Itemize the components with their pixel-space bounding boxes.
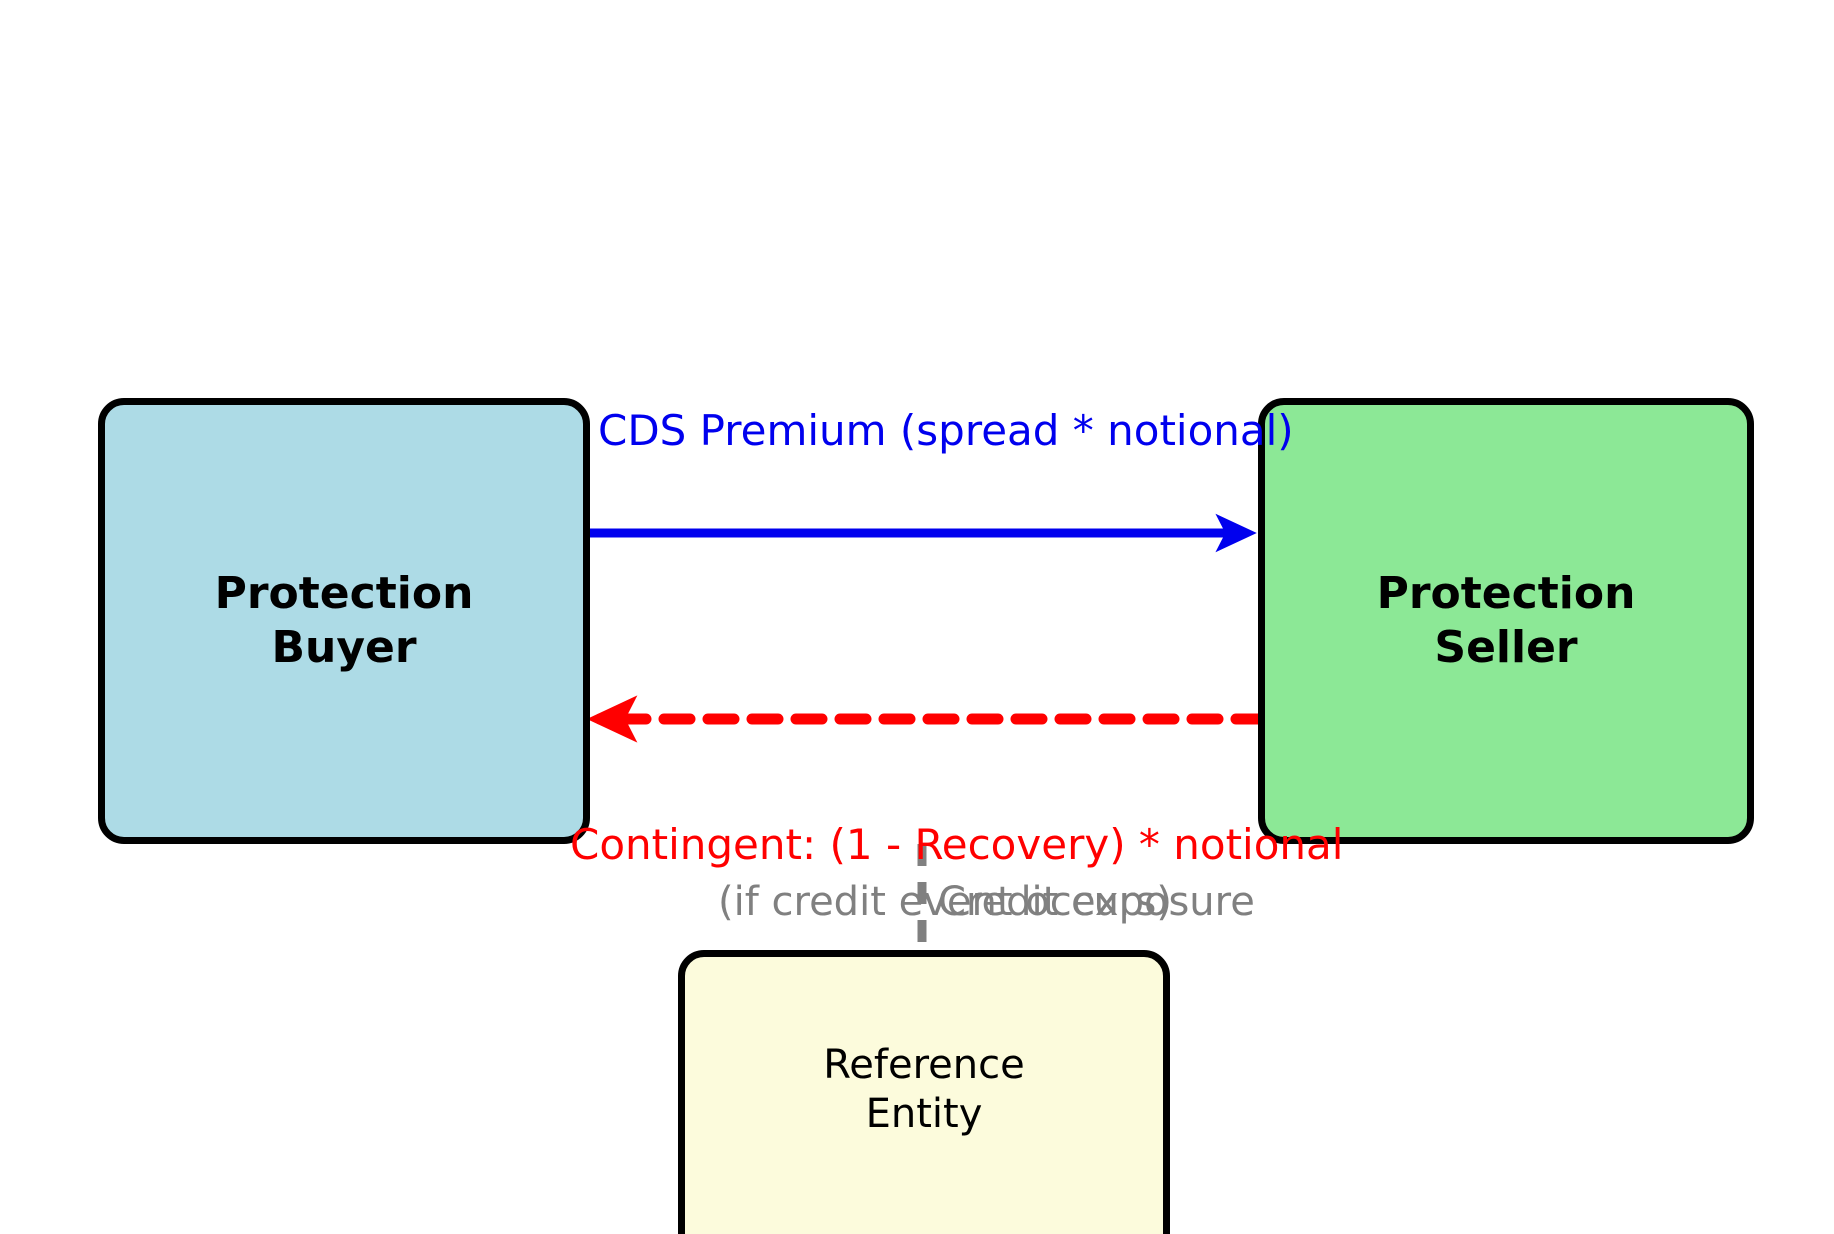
contingent-edge-sublabel: (if credit event occurs)	[718, 879, 1172, 925]
contingent-edge-label: Contingent: (1 - Recovery) * notional	[570, 820, 1344, 869]
node-protection-buyer-label: Protection Buyer	[214, 568, 474, 673]
premium-edge-label: CDS Premium (spread * notional)	[598, 406, 1294, 455]
node-protection-seller-label: Protection Seller	[1376, 568, 1636, 673]
node-reference-entity-label: Reference Entity	[823, 1042, 1025, 1137]
node-reference-entity[interactable]: Reference Entity	[678, 950, 1170, 1234]
node-protection-buyer[interactable]: Protection Buyer	[98, 398, 590, 844]
credit-exposure-label: Credit exposure	[938, 879, 1255, 925]
node-protection-seller[interactable]: Protection Seller	[1258, 398, 1754, 844]
